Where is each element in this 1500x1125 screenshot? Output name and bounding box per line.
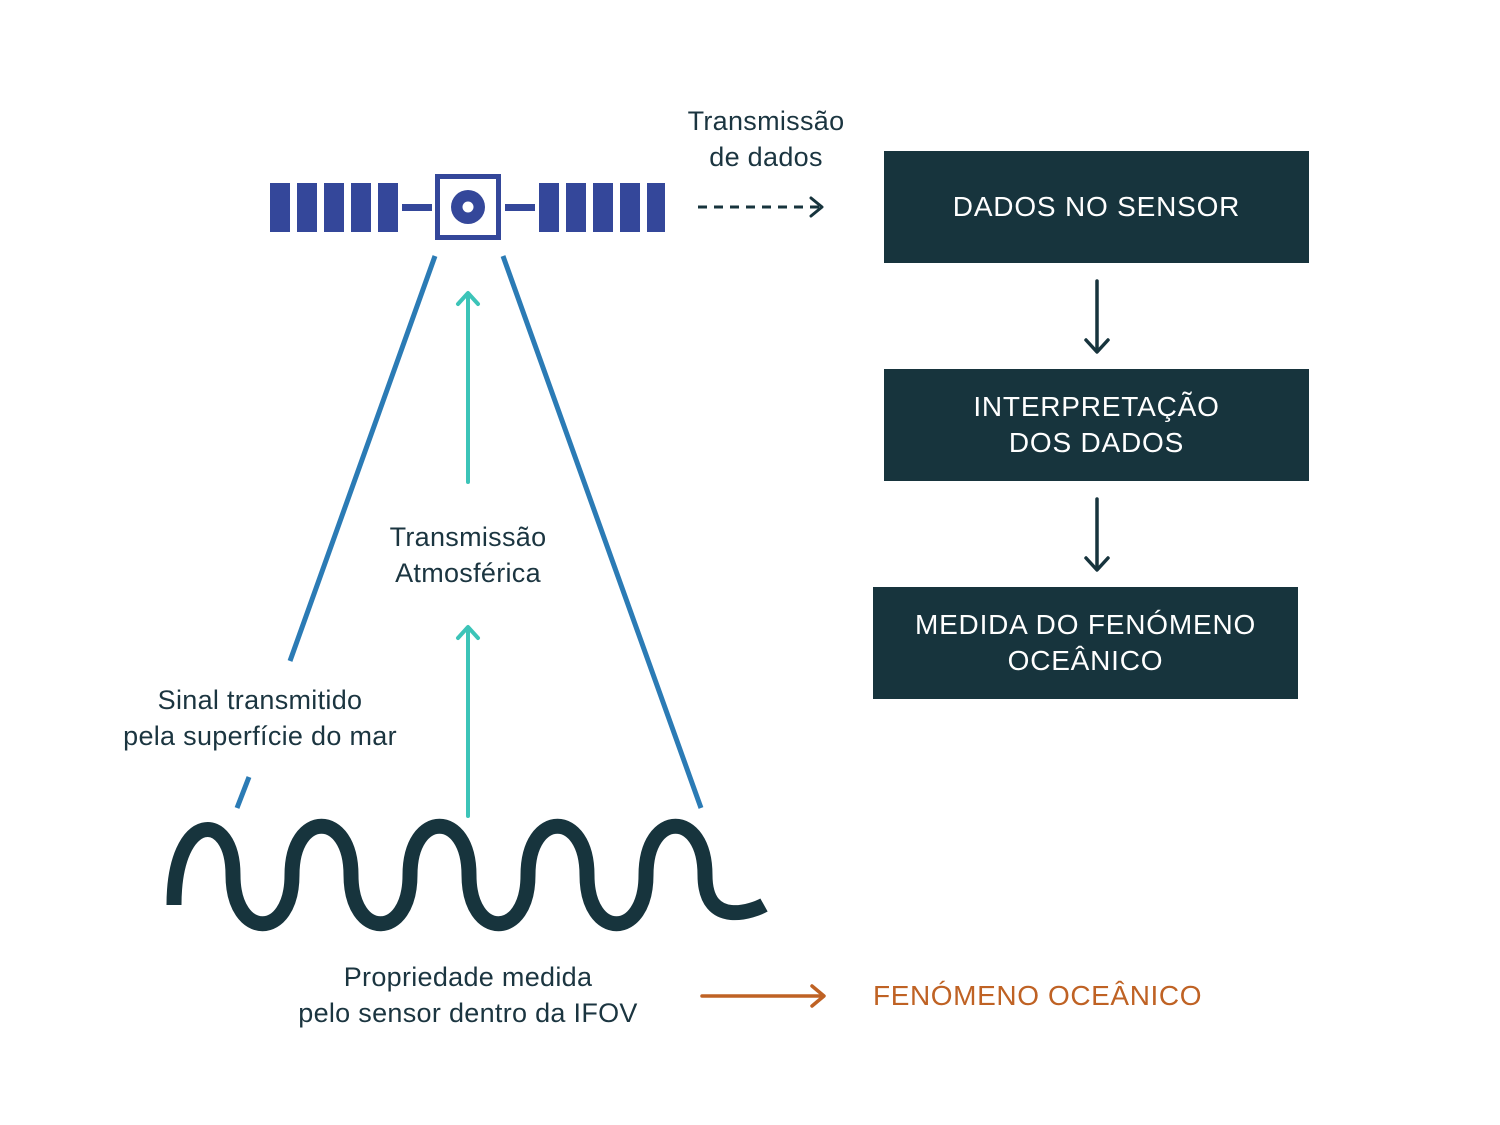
- sensor-fov-lines: [234, 255, 704, 809]
- data-transmission-label: Transmissão de dados: [666, 103, 866, 175]
- surface-signal-line-2: pela superfície do mar: [123, 721, 397, 751]
- measured-property-line-2: pelo sensor dentro da IFOV: [298, 998, 638, 1028]
- interpretation-box-line-2: DOS DADOS: [1008, 427, 1185, 458]
- measured-property-label: Propriedade medida pelo sensor dentro da…: [258, 959, 678, 1031]
- data-transmission-line-2: de dados: [709, 142, 823, 172]
- atmospheric-transmission-arrows: [456, 291, 480, 818]
- sensor-data-box-text: DADOS NO SENSOR: [952, 191, 1241, 222]
- sensor-data-box: DADOS NO SENSOR: [884, 151, 1309, 263]
- satellite-icon: [270, 174, 665, 240]
- interpretation-box-line-1: INTERPRETAÇÃO: [973, 391, 1220, 422]
- flow-arrows: [1084, 279, 1110, 572]
- atmospheric-transmission-line-1: Transmissão: [389, 522, 547, 552]
- atmospheric-transmission-label: Transmissão Atmosférica: [348, 519, 588, 591]
- sea-wave-icon: [166, 818, 768, 932]
- ocean-phenomenon-label: FENÓMENO OCEÂNICO: [873, 980, 1203, 1011]
- surface-signal-label: Sinal transmitido pela superfície do mar: [90, 682, 430, 754]
- data-transmission-line-1: Transmissão: [687, 106, 845, 136]
- data-transmission-arrow: [698, 196, 824, 218]
- interpretation-box: INTERPRETAÇÃO DOS DADOS: [884, 369, 1309, 481]
- measurement-box-line-1: MEDIDA DO FENÓMENO: [914, 609, 1257, 640]
- measurement-box-line-2: OCEÂNICO: [1007, 645, 1164, 676]
- atmospheric-transmission-line-2: Atmosférica: [395, 558, 541, 588]
- phenomenon-arrow: [700, 984, 826, 1008]
- measurement-box: MEDIDA DO FENÓMENO OCEÂNICO: [873, 587, 1298, 699]
- measured-property-line-1: Propriedade medida: [343, 962, 593, 992]
- surface-signal-line-1: Sinal transmitido: [157, 685, 363, 715]
